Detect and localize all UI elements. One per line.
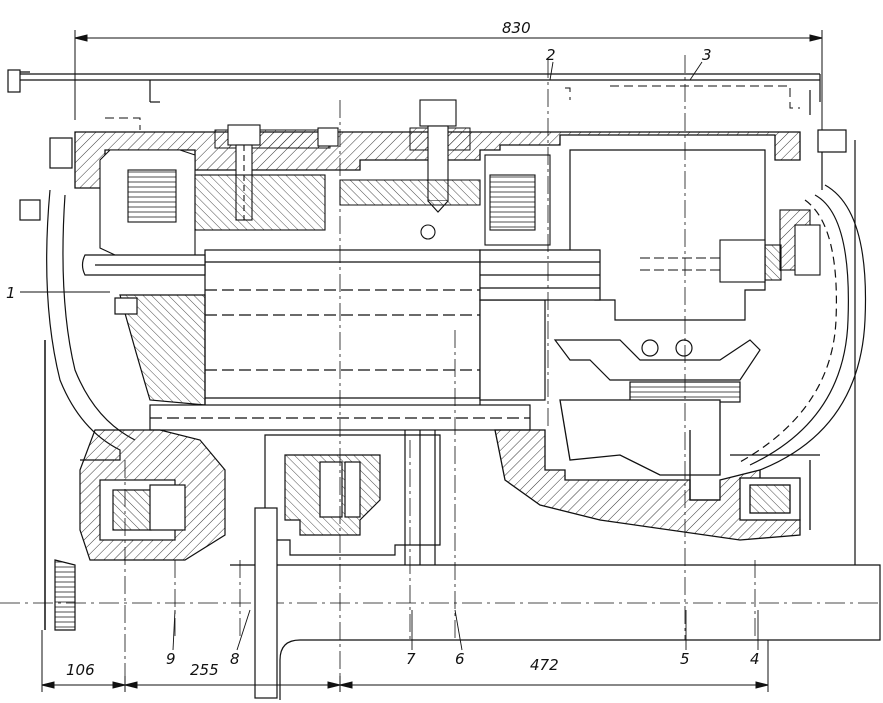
field-coil-left — [99, 149, 326, 256]
dimension-right-span-label: 472 — [530, 656, 559, 674]
callout-3: 3 — [702, 46, 712, 64]
centre-lines — [124, 55, 756, 690]
dimension-bottom — [41, 630, 769, 692]
brush-gear — [640, 209, 821, 283]
dimension-middle-label: 255 — [190, 661, 219, 679]
left-end-shield — [7, 69, 226, 631]
callout-1: 1 — [6, 284, 16, 302]
dimension-overall-label: 830 — [502, 19, 531, 37]
shaft — [0, 404, 883, 700]
callout-6: 6 — [455, 650, 465, 668]
gear-housing — [494, 399, 820, 541]
dimension-overall — [74, 30, 823, 130]
dimension-left-end-label: 106 — [66, 661, 95, 679]
callout-5: 5 — [680, 650, 690, 668]
callout-leaders — [20, 61, 759, 651]
callout-4: 4 — [750, 650, 760, 668]
field-coil-right — [339, 154, 551, 246]
callout-7: 7 — [406, 650, 416, 668]
upper-cover-outline — [105, 85, 800, 130]
frame-top — [20, 73, 821, 115]
callout-9: 9 — [166, 650, 176, 668]
callout-8: 8 — [230, 650, 240, 668]
right-end-shield — [739, 129, 867, 565]
center-gear-assembly — [254, 430, 441, 699]
callout-2: 2 — [546, 46, 556, 64]
